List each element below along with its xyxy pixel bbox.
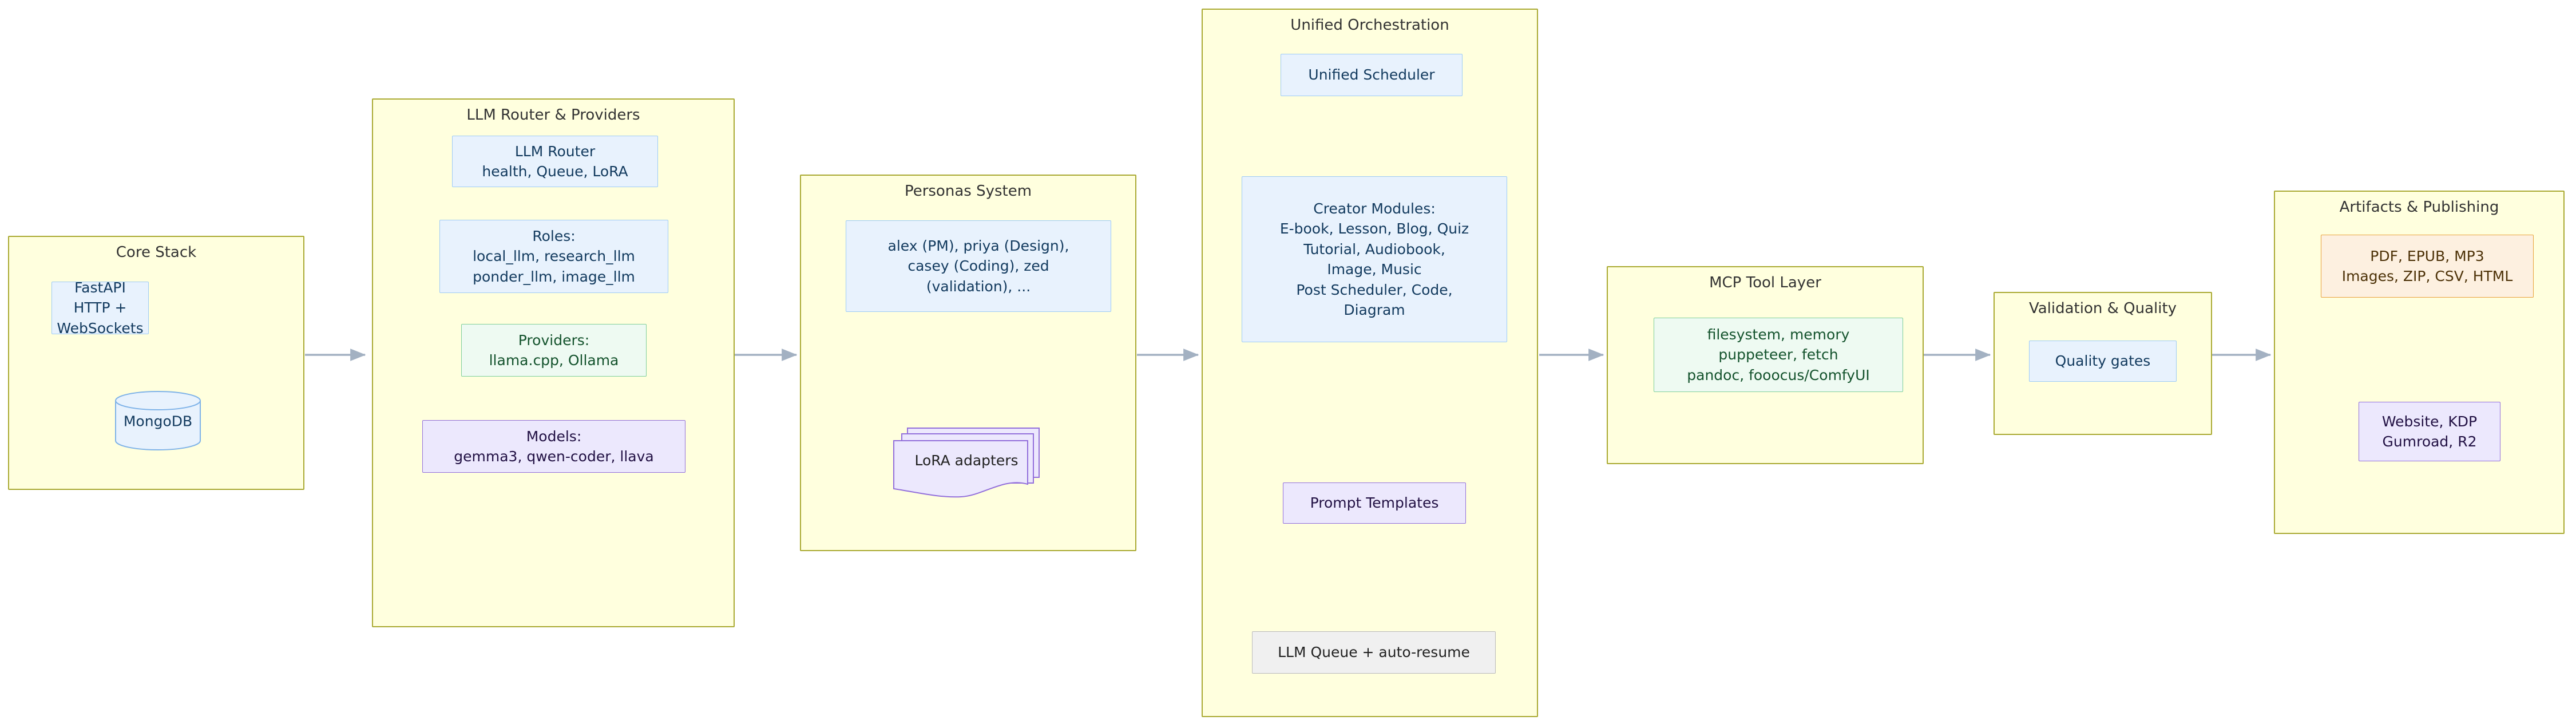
node-prompt-templates[interactable]: Prompt Templates [1283,482,1466,524]
group-orchestration: Unified Orchestration Unified Scheduler … [1202,9,1538,717]
group-llm-router: LLM Router & Providers LLM Router health… [372,98,735,627]
node-models[interactable]: Models: gemma3, qwen-coder, llava [422,420,685,473]
node-quality-gates[interactable]: Quality gates [2029,341,2177,382]
node-lora-adapters-shape[interactable]: LoRA adapters [891,425,1041,500]
node-mongodb[interactable]: MongoDB [114,390,201,451]
node-publishing-channels[interactable]: Website, KDP Gumroad, R2 [2359,402,2500,461]
group-validation: Validation & Quality Quality gates [1994,292,2212,435]
multi-document-shape [893,428,1040,498]
node-artifact-formats[interactable]: PDF, EPUB, MP3 Images, ZIP, CSV, HTML [2321,235,2534,298]
group-title-orchestration: Unified Orchestration [1290,17,1449,34]
cylinder-shape [115,391,201,450]
node-roles[interactable]: Roles: local_llm, research_llm ponder_ll… [439,220,668,293]
node-lora-label: LoRA adapters [914,452,1018,469]
group-title-artifacts: Artifacts & Publishing [2339,199,2499,216]
group-title-personas: Personas System [904,183,1032,200]
group-title-validation: Validation & Quality [2028,300,2177,317]
group-title-core-stack: Core Stack [116,244,197,261]
node-creator-modules[interactable]: Creator Modules: E-book, Lesson, Blog, Q… [1242,176,1507,342]
group-core-stack: Core Stack FastAPI HTTP + WebSockets Mon… [8,236,304,490]
node-fastapi[interactable]: FastAPI HTTP + WebSockets [51,279,149,337]
node-llm-router[interactable]: LLM Router health, Queue, LoRA [452,136,658,187]
node-llm-queue[interactable]: LLM Queue + auto-resume [1252,631,1496,674]
group-artifacts: Artifacts & Publishing PDF, EPUB, MP3 Im… [2274,191,2565,534]
node-mcp-tools[interactable]: filesystem, memory puppeteer, fetch pand… [1654,318,1903,392]
node-unified-scheduler[interactable]: Unified Scheduler [1281,54,1463,96]
node-personas-people[interactable]: alex (PM), priya (Design), casey (Coding… [846,220,1111,312]
group-title-llm-router: LLM Router & Providers [466,106,640,124]
node-mongodb-label: MongoDB [123,413,193,430]
group-mcp: MCP Tool Layer filesystem, memory puppet… [1607,266,1924,464]
group-title-mcp: MCP Tool Layer [1709,274,1821,291]
node-providers[interactable]: Providers: llama.cpp, Ollama [461,324,647,377]
